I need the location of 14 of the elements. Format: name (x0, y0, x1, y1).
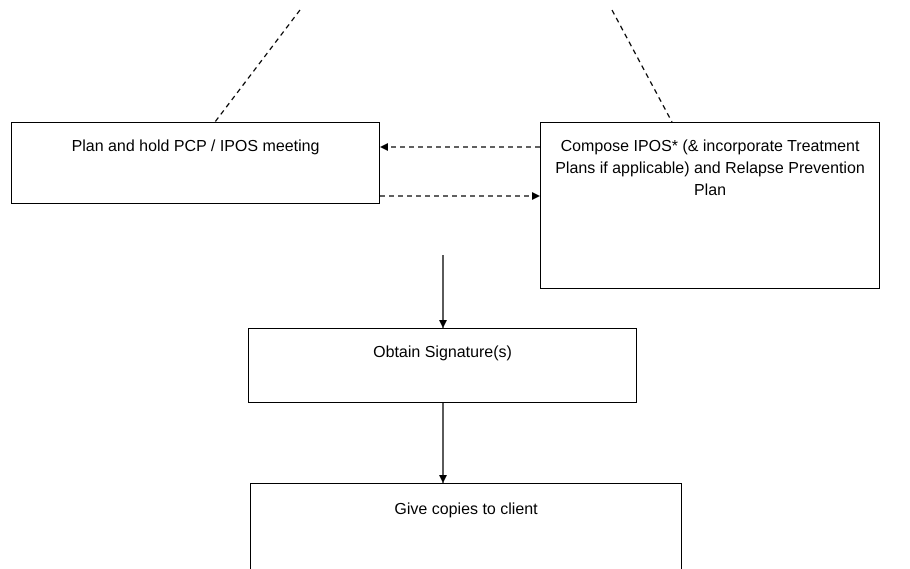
process-box (250, 483, 682, 569)
connector-line (214, 10, 301, 122)
connector-line (611, 10, 673, 122)
arrow (439, 255, 447, 328)
arrow (439, 403, 447, 483)
box-label: Give copies to client (393, 500, 539, 520)
box-label: Obtain Signature(s) (372, 343, 513, 363)
arrow (380, 192, 540, 200)
arrow (380, 143, 540, 151)
process-box (248, 328, 637, 403)
box-label: Compose IPOS* (& incorporate Treatment Plans if applicable) and Relapse Prevention Plan (555, 137, 865, 201)
process-box (11, 122, 380, 204)
box-label: Plan and hold PCP / IPOS meeting (70, 137, 320, 157)
process-box (540, 122, 880, 289)
